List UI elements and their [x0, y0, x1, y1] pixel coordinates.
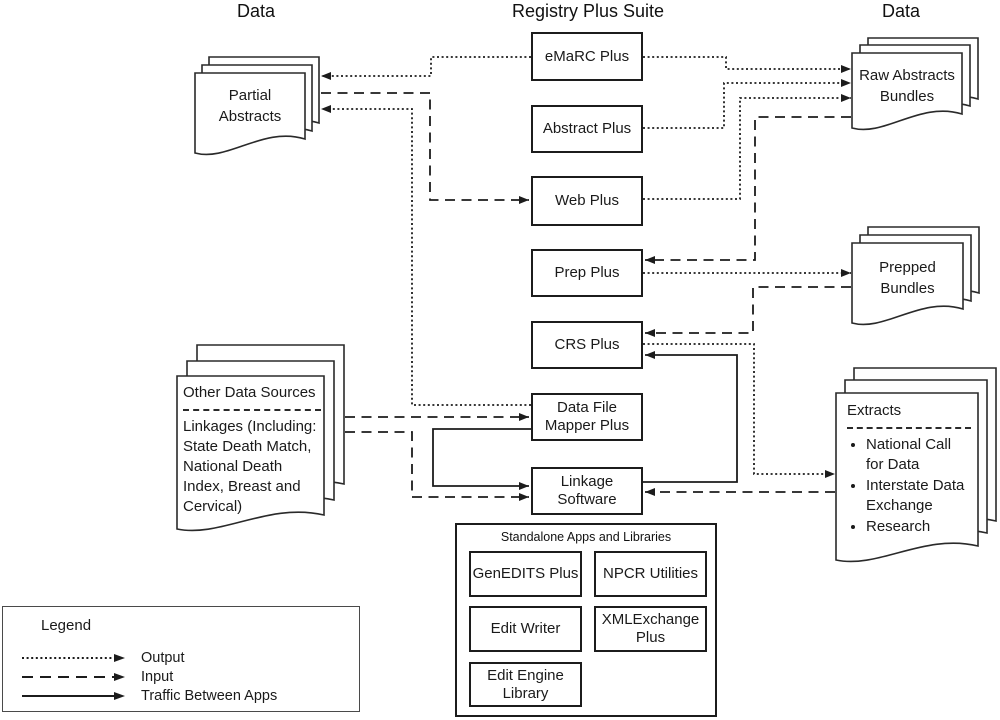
connector-webplus-to-raw-abstracts	[643, 94, 851, 200]
app-box-label: Abstract Plus	[542, 120, 632, 137]
extracts-title: Extracts	[847, 402, 902, 419]
app-box-data-file-mapper-plus: Data File Mapper Plus	[531, 393, 643, 441]
app-box-crs-plus: CRS Plus	[531, 321, 643, 369]
legend-row-input: Input	[21, 669, 173, 685]
app-box-abstract-plus: Abstract Plus	[531, 105, 643, 153]
other-data-sources-title: Other Data Sources	[183, 384, 316, 401]
app-box-label: Prep Plus	[554, 264, 620, 281]
connector-otherdata-to-linkage	[345, 431, 529, 501]
app-box-label: GenEDITS Plus	[472, 565, 579, 582]
legend: Legend Output Input Traffic Between Apps	[2, 606, 360, 712]
app-box-label: eMaRC Plus	[544, 47, 630, 65]
legend-label-input: Input	[141, 669, 174, 685]
connector-emarc-to-partial-abstracts	[321, 56, 531, 80]
app-box-emarc-plus: eMaRC Plus	[531, 32, 643, 81]
connector-datafilemapper-to-linkage	[432, 428, 531, 490]
app-box-genedits-plus: GenEDITS Plus	[469, 551, 582, 597]
other-data-sources-stack	[176, 344, 345, 532]
heading-registry-plus-suite: Registry Plus Suite	[511, 1, 665, 21]
standalone-apps-title: Standalone Apps and Libraries	[500, 530, 672, 544]
extracts-bullet: Interstate Data Exchange	[866, 476, 971, 516]
app-box-label: Edit Engine Library	[487, 666, 564, 702]
heading-data-left: Data	[236, 1, 276, 21]
legend-title: Legend	[41, 617, 92, 634]
extracts-bullet: Research	[866, 517, 971, 537]
legend-label-output: Output	[141, 650, 185, 666]
connector-prepped-bundles-to-crsplus	[645, 286, 851, 337]
dashed-arrow-icon	[22, 673, 125, 681]
other-data-sources-document: Other Data Sources Linkages (Including: …	[183, 383, 321, 517]
connector-raw-abstracts-to-prepplus	[645, 116, 851, 264]
app-box-xmlexchange-plus: XMLExchange Plus	[594, 606, 707, 652]
app-box-label: XMLExchange Plus	[601, 611, 700, 646]
app-box-label: Data File Mapper Plus	[544, 399, 630, 434]
partial-abstracts-stack	[194, 56, 320, 156]
app-box-edit-engine-library: Edit Engine Library	[469, 662, 582, 707]
raw-abstracts-bundles-stack	[851, 37, 979, 131]
connector-abstract-to-raw-abstracts	[643, 79, 851, 129]
connector-partial-abstracts-to-webplus	[321, 92, 529, 204]
extracts-bullet: National Call for Data	[866, 435, 971, 475]
app-box-web-plus: Web Plus	[531, 176, 643, 226]
app-box-label: Web Plus	[555, 192, 619, 209]
raw-abstracts-bundles-label: Raw Abstracts Bundles	[859, 67, 955, 105]
app-box-npcr-utilities: NPCR Utilities	[594, 551, 707, 597]
extracts-bullet-list: National Call for Data Interstate Data E…	[847, 435, 971, 537]
app-box-label: Edit Writer	[490, 620, 561, 637]
dotted-arrow-icon	[22, 654, 125, 662]
legend-row-traffic: Traffic Between Apps	[21, 688, 277, 704]
legend-row-output: Output	[21, 650, 185, 666]
other-data-sources-body: Linkages (Including: State Death Match, …	[183, 418, 317, 515]
other-data-sources-separator	[183, 409, 321, 411]
extracts-separator	[847, 427, 971, 429]
extracts-document: Extracts National Call for Data Intersta…	[847, 401, 971, 538]
app-box-prep-plus: Prep Plus	[531, 249, 643, 297]
connector-datafilemapper-to-partial-abstracts	[321, 105, 531, 406]
connector-linkage-to-crsplus	[643, 351, 738, 483]
prepped-bundles-label: Prepped Bundles	[879, 259, 936, 297]
standalone-apps-container: Standalone Apps and Libraries GenEDITS P…	[455, 523, 717, 717]
app-box-label: CRS Plus	[554, 336, 620, 353]
solid-arrow-icon	[22, 692, 125, 700]
legend-label-traffic: Traffic Between Apps	[141, 688, 278, 704]
app-box-linkage-software: Linkage Software	[531, 467, 643, 515]
extracts-stack	[835, 367, 997, 563]
app-box-label: Linkage Software	[557, 473, 617, 508]
heading-data-right: Data	[881, 1, 921, 21]
prepped-bundles-stack	[851, 226, 980, 326]
app-box-label: NPCR Utilities	[602, 565, 698, 582]
connector-emarc-to-raw-abstracts	[643, 56, 851, 73]
connector-crsplus-to-extracts	[643, 343, 835, 478]
app-box-edit-writer: Edit Writer	[469, 606, 582, 652]
partial-abstracts-label: Partial Abstracts	[218, 87, 282, 125]
